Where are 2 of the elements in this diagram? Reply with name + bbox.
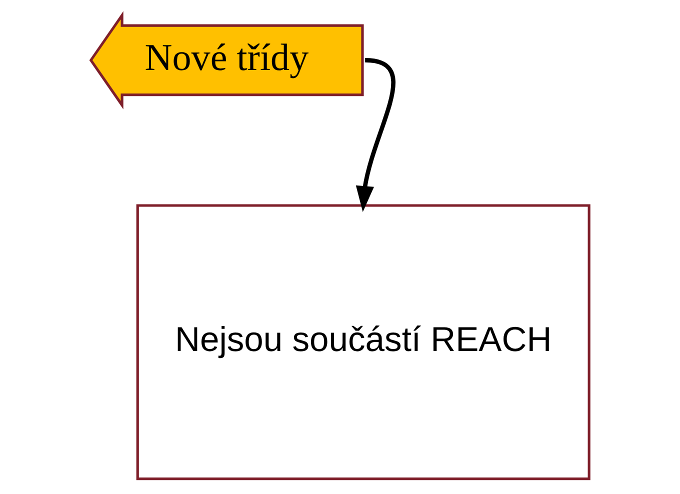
arrow [356, 58, 396, 212]
node-box: Nejsou součástí REACH [136, 204, 590, 480]
